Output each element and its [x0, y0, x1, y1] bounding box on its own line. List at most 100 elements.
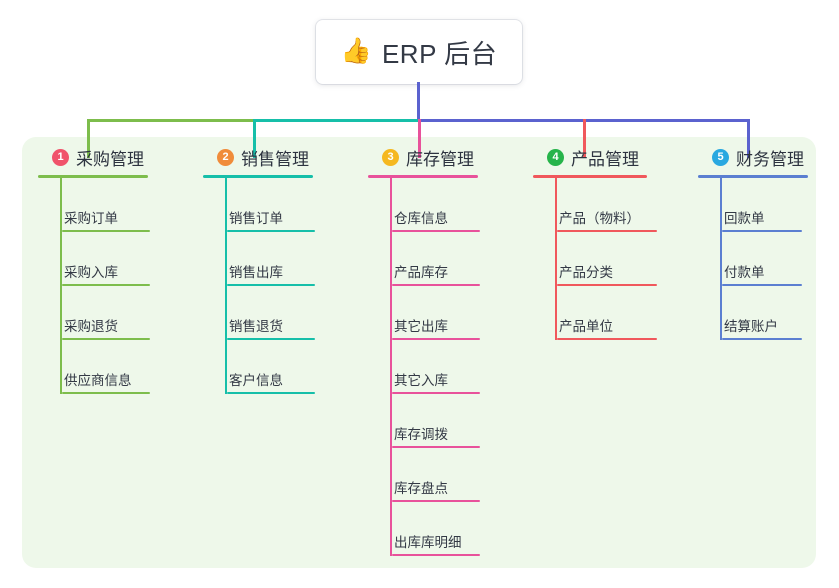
- leaf-item[interactable]: 回款单: [698, 178, 808, 232]
- leaf-underline: [722, 338, 802, 340]
- leaf-label: 销售订单: [229, 211, 283, 226]
- leaf-item[interactable]: 产品（物料）: [533, 178, 657, 232]
- branch-number-badge: 2: [217, 148, 234, 166]
- branch-trunk-line: [720, 178, 722, 340]
- leaf-label: 销售出库: [229, 265, 283, 280]
- branch-title: 销售管理: [241, 149, 309, 169]
- leaf-label: 产品库存: [394, 265, 448, 280]
- branch-title: 采购管理: [76, 149, 144, 169]
- leaf-item[interactable]: 出库库明细: [368, 502, 480, 556]
- branch-column-3: 3 库存管理仓库信息产品库存其它出库其它入库库存调拨库存盘点出库库明细: [368, 145, 480, 556]
- leaf-underline: [722, 284, 802, 286]
- leaf-underline: [62, 230, 150, 232]
- branch-column-4: 4 产品管理产品（物料） 产品分类产品单位: [533, 145, 657, 340]
- leaf-underline: [392, 230, 480, 232]
- branch-trunk-line: [60, 178, 62, 394]
- branch-leaf-list: 回款单付款单结算账户: [698, 178, 808, 340]
- branch-header-rule: [203, 175, 313, 178]
- leaf-item[interactable]: 采购订单: [38, 178, 150, 232]
- leaf-underline: [392, 500, 480, 502]
- branch-header-rule: [38, 175, 148, 178]
- leaf-item[interactable]: 库存调拨: [368, 394, 480, 448]
- leaf-item[interactable]: 采购入库: [38, 232, 150, 286]
- leaf-item[interactable]: 其它出库: [368, 286, 480, 340]
- leaf-item[interactable]: 其它入库: [368, 340, 480, 394]
- branch-title: 财务管理: [736, 149, 804, 169]
- leaf-underline: [392, 338, 480, 340]
- leaf-underline: [392, 446, 480, 448]
- branch-header-rule: [368, 175, 478, 178]
- branch-header-1[interactable]: 1 采购管理: [38, 145, 148, 169]
- branch-column-1: 1 采购管理采购订单采购入库采购退货供应商信息: [38, 145, 150, 394]
- leaf-underline: [557, 284, 657, 286]
- leaf-underline: [392, 284, 480, 286]
- branch-leaf-list: 产品（物料） 产品分类产品单位: [533, 178, 657, 340]
- leaf-item[interactable]: 销售出库: [203, 232, 315, 286]
- leaf-item[interactable]: 客户信息: [203, 340, 315, 394]
- leaf-label: 出库库明细: [394, 535, 462, 550]
- leaf-underline: [62, 338, 150, 340]
- thumbs-up-icon: 👍: [340, 36, 372, 65]
- branch-leaf-list: 仓库信息产品库存其它出库其它入库库存调拨库存盘点出库库明细: [368, 178, 480, 556]
- leaf-item[interactable]: 销售退货: [203, 286, 315, 340]
- leaf-label: 客户信息: [229, 373, 283, 388]
- branch-header-2[interactable]: 2 销售管理: [203, 145, 313, 169]
- branch-header-4[interactable]: 4 产品管理: [533, 145, 647, 169]
- leaf-underline: [227, 284, 315, 286]
- leaf-underline: [392, 554, 480, 556]
- leaf-item[interactable]: 销售订单: [203, 178, 315, 232]
- branch-number-badge: 1: [52, 148, 69, 166]
- leaf-underline: [62, 392, 150, 394]
- leaf-label: 供应商信息: [64, 373, 132, 388]
- leaf-label: 采购订单: [64, 211, 118, 226]
- branch-header-3[interactable]: 3 库存管理: [368, 145, 478, 169]
- leaf-underline: [227, 230, 315, 232]
- leaf-label: 结算账户: [724, 319, 778, 334]
- leaf-label: 其它入库: [394, 373, 448, 388]
- branch-leaf-list: 销售订单销售出库销售退货客户信息: [203, 178, 315, 394]
- branch-leaf-list: 采购订单采购入库采购退货供应商信息: [38, 178, 150, 394]
- leaf-item[interactable]: 仓库信息: [368, 178, 480, 232]
- leaf-label: 库存盘点: [394, 481, 448, 496]
- leaf-item[interactable]: 采购退货: [38, 286, 150, 340]
- leaf-underline: [62, 284, 150, 286]
- branch-trunk-line: [555, 178, 557, 340]
- leaf-item[interactable]: 产品库存: [368, 232, 480, 286]
- leaf-label: 库存调拨: [394, 427, 448, 442]
- leaf-underline: [227, 392, 315, 394]
- leaf-underline: [557, 338, 657, 340]
- branch-column-2: 2 销售管理销售订单销售出库销售退货客户信息: [203, 145, 315, 394]
- leaf-label: 回款单: [724, 211, 765, 226]
- leaf-label: 付款单: [724, 265, 765, 280]
- leaf-label: 产品（物料）: [559, 211, 640, 226]
- leaf-underline: [557, 230, 657, 232]
- root-title: ERP 后台: [381, 38, 498, 69]
- branch-trunk-line: [225, 178, 227, 394]
- leaf-item[interactable]: 结算账户: [698, 286, 808, 340]
- leaf-label: 采购退货: [64, 319, 118, 334]
- leaf-item[interactable]: 产品单位: [533, 286, 657, 340]
- leaf-item[interactable]: 付款单: [698, 232, 808, 286]
- branch-title: 库存管理: [406, 149, 474, 169]
- leaf-label: 产品分类: [559, 265, 613, 280]
- branch-header-rule: [698, 175, 808, 178]
- leaf-label: 销售退货: [229, 319, 283, 334]
- leaf-label: 仓库信息: [394, 211, 448, 226]
- branch-number-badge: 4: [547, 148, 564, 166]
- leaf-item[interactable]: 库存盘点: [368, 448, 480, 502]
- leaf-item[interactable]: 产品分类: [533, 232, 657, 286]
- leaf-underline: [392, 392, 480, 394]
- leaf-label: 产品单位: [559, 319, 613, 334]
- branch-panel: [22, 137, 816, 568]
- leaf-item[interactable]: 供应商信息: [38, 340, 150, 394]
- branch-title: 产品管理: [571, 149, 639, 169]
- branch-number-badge: 3: [382, 148, 399, 166]
- leaf-label: 采购入库: [64, 265, 118, 280]
- leaf-underline: [722, 230, 802, 232]
- root-node[interactable]: 👍 ERP 后台: [316, 20, 522, 84]
- branch-header-rule: [533, 175, 647, 178]
- leaf-label: 其它出库: [394, 319, 448, 334]
